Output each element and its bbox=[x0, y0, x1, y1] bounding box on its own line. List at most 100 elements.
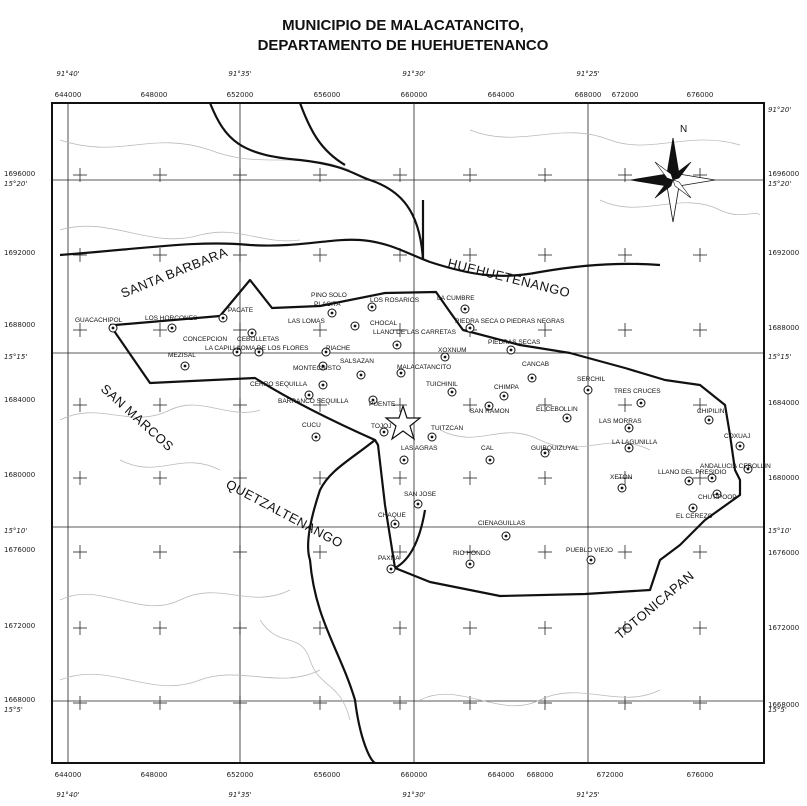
region-quetzaltenango: QUETZALTENANGO bbox=[224, 476, 346, 550]
x-tick-bottom-4: 656000 bbox=[314, 771, 341, 779]
place-marker-dot bbox=[430, 435, 434, 439]
place-label-montecristo: MONTECRISTO bbox=[293, 365, 341, 372]
map-title-line-2: DEPARTAMENTO DE HUEHUETENANCO bbox=[258, 37, 549, 54]
place-label-cienaguillas: CIENAGUILLAS bbox=[478, 520, 526, 527]
place-marker-dot bbox=[402, 458, 406, 462]
place-marker-dot bbox=[468, 326, 472, 330]
place-marker-dot bbox=[746, 467, 750, 471]
place-label-las-agras: LAS AGRAS bbox=[401, 445, 438, 452]
place-marker-dot bbox=[586, 388, 590, 392]
place-label-rio-hondo: RIO HONDO bbox=[453, 550, 491, 557]
x-tick-top-2: 648000 bbox=[141, 91, 168, 99]
x-tick-top-7: 668000 bbox=[575, 91, 602, 99]
x-tick-labels-top: 644000 648000 652000 656000 660000 66400… bbox=[55, 91, 714, 99]
place-label-andalucia-cebollin: ANDALUCIA CEBOLLIN bbox=[700, 463, 771, 470]
place-marker-dot bbox=[307, 393, 311, 397]
place-marker-dot bbox=[487, 404, 491, 408]
place-label-mezisal: MEZISAL bbox=[168, 352, 196, 359]
longitude-bottom-3: 91°30' bbox=[402, 791, 425, 799]
place-label-piedras-secas: PIEDRAS SECAS bbox=[488, 339, 541, 346]
place-marker-dot bbox=[359, 373, 363, 377]
place-label-barranco-sequilla: BARRANCO SEQUILLA bbox=[278, 398, 349, 405]
place-label-xoxnum: XOXNUM bbox=[438, 347, 467, 354]
place-marker-dot bbox=[235, 350, 239, 354]
place-marker-dot bbox=[450, 390, 454, 394]
place-marker-dot bbox=[250, 331, 254, 335]
y-tick-right-8: 1668000 bbox=[768, 701, 799, 709]
place-label-paxna: PAXNA bbox=[378, 555, 400, 562]
place-marker-dot bbox=[395, 343, 399, 347]
x-tick-bottom-1: 644000 bbox=[55, 771, 82, 779]
place-label-chocal: CHOCAL bbox=[370, 320, 397, 327]
place-marker-dot bbox=[170, 326, 174, 330]
place-label-los-rosarios: LOS ROSARIOS bbox=[370, 297, 420, 304]
place-label-tojoj: TOJOJ bbox=[371, 423, 391, 430]
region-san-marcos: SAN MARCOS bbox=[98, 381, 177, 454]
y-tick-left-6: 1676000 bbox=[4, 546, 35, 554]
place-label-cerro-sequilla: CERRO SEQUILLA bbox=[250, 381, 308, 388]
place-label-san-ramon: SAN RAMON bbox=[470, 408, 510, 415]
place-marker-dot bbox=[565, 416, 569, 420]
place-label-cebolletas: CEBOLLETAS bbox=[237, 336, 280, 343]
map-title-line-1: MUNICIPIO DE MALACATANCITO, bbox=[282, 17, 524, 34]
x-tick-bottom-9: 676000 bbox=[687, 771, 714, 779]
place-marker-dot bbox=[488, 458, 492, 462]
place-marker-dot bbox=[371, 398, 375, 402]
x-tick-top-5: 660000 bbox=[401, 91, 428, 99]
place-label-las-lomas: LAS LOMAS bbox=[288, 318, 326, 325]
x-tick-bottom-8: 672000 bbox=[597, 771, 624, 779]
place-label-cancab: CANCAB bbox=[522, 361, 549, 368]
place-marker-dot bbox=[183, 364, 187, 368]
place-marker-dot bbox=[221, 316, 225, 320]
place-label-malacatancito: MALACATANCITO bbox=[397, 364, 451, 371]
place-marker-dot bbox=[691, 506, 695, 510]
latitude-left-4: 15°5' bbox=[4, 706, 23, 714]
longitude-top-3: 91°30' bbox=[402, 70, 425, 78]
place-marker-dot bbox=[416, 502, 420, 506]
place-label-llano-de-las-carretas: LLANO DE LAS CARRETAS bbox=[373, 329, 457, 336]
longitude-bottom-4: 91°25' bbox=[576, 791, 599, 799]
place-marker-dot bbox=[393, 522, 397, 526]
place-label-pueblo-viejo: PUEBLO VIEJO bbox=[566, 547, 613, 554]
y-tick-labels-right: 1696000 1692000 1688000 1684000 1680000 … bbox=[768, 170, 799, 709]
place-marker-dot bbox=[330, 311, 334, 315]
latitude-right-4: 15°10' bbox=[768, 527, 791, 535]
grid-crosses bbox=[73, 168, 707, 710]
y-tick-left-2: 1692000 bbox=[4, 249, 35, 257]
place-marker-dot bbox=[111, 326, 115, 330]
place-label-salsazan: SALSAZAN bbox=[340, 358, 374, 365]
x-tick-bottom-5: 660000 bbox=[401, 771, 428, 779]
place-label-tuitzcan: TUITZCAN bbox=[431, 425, 463, 432]
y-tick-left-1: 1696000 bbox=[4, 170, 35, 178]
longitude-labels: 91°40' 91°35' 91°30' 91°25' 91°40' 91°35… bbox=[56, 70, 599, 799]
place-label-pacate: PACATE bbox=[228, 307, 254, 314]
place-labels: GUACACHIPOL LOS HORCONES PACATE PINO SOL… bbox=[75, 292, 771, 562]
place-marker-dot bbox=[710, 476, 714, 480]
place-label-los-horcones: LOS HORCONES bbox=[145, 315, 198, 322]
x-tick-top-4: 656000 bbox=[314, 91, 341, 99]
place-marker-dot bbox=[620, 486, 624, 490]
y-tick-left-8: 1668000 bbox=[4, 696, 35, 704]
compass-rose-icon bbox=[630, 137, 716, 223]
region-huehuetenango: HUEHUETENANGO bbox=[446, 255, 572, 300]
y-tick-right-4: 1684000 bbox=[768, 399, 799, 407]
latitude-right-1: 91°20' bbox=[768, 106, 791, 114]
y-tick-right-3: 1688000 bbox=[768, 324, 799, 332]
y-tick-left-3: 1688000 bbox=[4, 321, 35, 329]
boundary-lines bbox=[59, 102, 742, 764]
place-label-xeton: XETON bbox=[610, 474, 633, 481]
place-marker-dot bbox=[543, 451, 547, 455]
longitude-bottom-2: 91°35' bbox=[228, 791, 251, 799]
y-tick-right-2: 1692000 bbox=[768, 249, 799, 257]
latitude-right-2: 15°20' bbox=[768, 180, 791, 188]
place-label-chipilin: CHIPILIN bbox=[697, 408, 725, 415]
place-marker-dot bbox=[324, 350, 328, 354]
place-label-la-lagunilla: LA LAGUNILLA bbox=[612, 439, 658, 446]
x-tick-bottom-3: 652000 bbox=[227, 771, 254, 779]
river-lines bbox=[59, 129, 761, 721]
longitude-top-4: 91°25' bbox=[576, 70, 599, 78]
place-label-san-jose: SAN JOSE bbox=[404, 491, 437, 498]
place-marker-dot bbox=[314, 435, 318, 439]
y-tick-left-5: 1680000 bbox=[4, 471, 35, 479]
place-marker-dot bbox=[639, 401, 643, 405]
